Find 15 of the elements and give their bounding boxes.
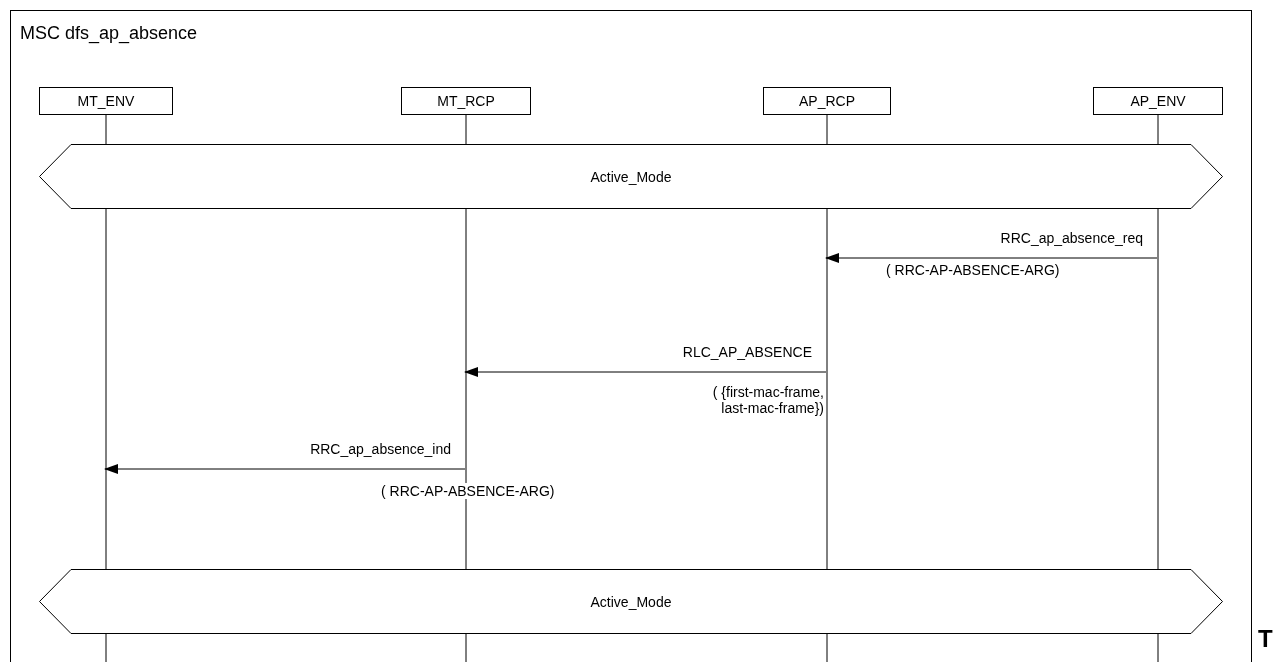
instance-box: MT_ENV bbox=[39, 87, 173, 115]
message-label: RRC_ap_absence_req bbox=[1000, 230, 1143, 246]
frame-title: MSC dfs_ap_absence bbox=[20, 23, 198, 44]
message-arrow bbox=[825, 253, 1158, 263]
instance-box: MT_RCP bbox=[401, 87, 531, 115]
message-arrow bbox=[464, 367, 827, 377]
message-parameter: ( RRC-AP-ABSENCE-ARG) bbox=[886, 262, 1060, 278]
message-parameter: ( RRC-AP-ABSENCE-ARG) bbox=[381, 483, 555, 499]
instance-box: AP_ENV bbox=[1093, 87, 1223, 115]
message-label: RRC_ap_absence_ind bbox=[310, 441, 451, 457]
message-arrow bbox=[104, 464, 466, 474]
message-label: RLC_AP_ABSENCE bbox=[682, 344, 812, 360]
text-fragment: T bbox=[1258, 625, 1273, 653]
diagram-frame bbox=[10, 10, 1252, 662]
instance-box: AP_RCP bbox=[763, 87, 891, 115]
